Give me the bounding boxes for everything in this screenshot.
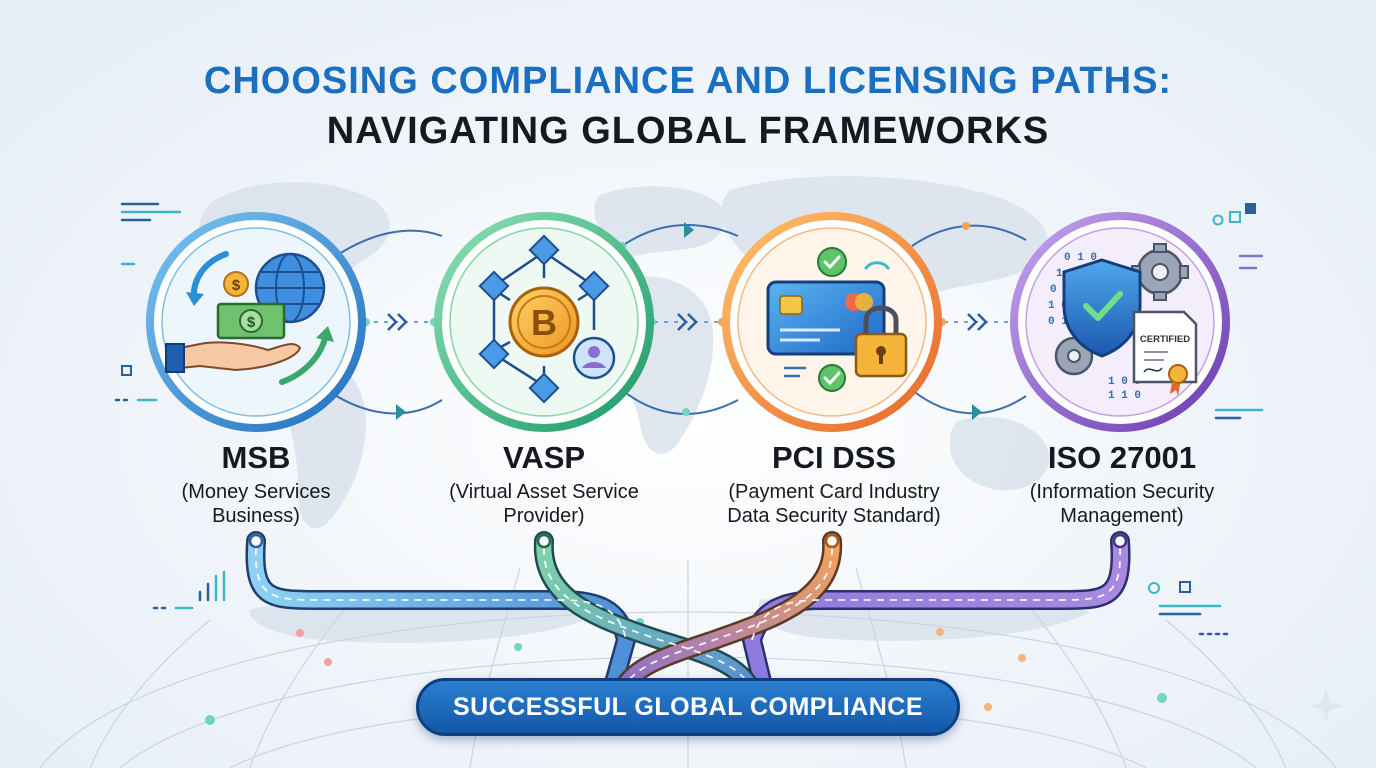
- bitcoin-network-icon: B: [478, 234, 616, 404]
- connector-arrows: [387, 313, 988, 331]
- security-shield-certificate-icon: 0 1 0 1 0 0 1 1 0 0 1 1 0 0 1 1 0 CERTIF: [1048, 243, 1198, 402]
- msb-description-line-1: (Money Services: [181, 481, 331, 503]
- iso-27001-description-line-2: Management): [1060, 505, 1184, 527]
- svg-text:0 1: 0 1: [1048, 316, 1068, 328]
- certificate-label: CERTIFIED: [1140, 334, 1190, 345]
- banner-text: SUCCESSFUL GLOBAL COMPLIANCE: [452, 692, 924, 721]
- vasp-label: VASP (Virtual Asset Service Provider): [394, 440, 694, 528]
- sparkle-icon: [1308, 688, 1344, 724]
- globe-grid: [39, 560, 1337, 768]
- pci-node-circle: [722, 212, 942, 432]
- msb-label: MSB (Money Services Business): [106, 440, 406, 528]
- money-transfer-icon: $ $: [165, 251, 334, 385]
- iso-27001-name: ISO 27001: [1047, 440, 1197, 475]
- vasp-name: VASP: [502, 440, 586, 475]
- svg-text:$: $: [232, 277, 241, 294]
- road-start-markers: [248, 533, 1128, 549]
- svg-text:$: $: [247, 314, 256, 331]
- iso-27001-label: ISO 27001 (Information Security Manageme…: [972, 440, 1272, 528]
- svg-text:1 1 0: 1 1 0: [1108, 390, 1141, 402]
- pci-dss-description-line-2: Data Security Standard): [727, 505, 941, 527]
- msb-name: MSB: [221, 440, 291, 475]
- iso-node-circle: 0 1 0 1 0 0 1 1 0 0 1 1 0 0 1 1 0 CERTIF: [1010, 212, 1230, 432]
- title-line-1: CHOOSING COMPLIANCE AND LICENSING PATHS:: [203, 60, 1173, 102]
- msb-description-line-2: Business): [212, 505, 300, 527]
- vasp-description-line-2: Provider): [503, 505, 585, 527]
- iso-27001-description-line-1: (Information Security: [1029, 481, 1215, 503]
- pci-dss-description-line-1: (Payment Card Industry: [728, 481, 940, 503]
- svg-text:0 1 0: 0 1 0: [1064, 252, 1097, 264]
- svg-text:B: B: [531, 302, 557, 343]
- pci-dss-label: PCI DSS (Payment Card Industry Data Secu…: [684, 440, 984, 528]
- decor-squares: [121, 203, 1256, 594]
- vasp-node-circle: B: [434, 212, 654, 432]
- pci-dss-name: PCI DSS: [771, 440, 897, 475]
- msb-node-circle: $ $: [146, 212, 366, 432]
- title-line-2: NAVIGATING GLOBAL FRAMEWORKS: [326, 110, 1050, 152]
- decor-lines: [114, 202, 1264, 636]
- successful-compliance-banner: SUCCESSFUL GLOBAL COMPLIANCE: [416, 678, 960, 736]
- vasp-description-line-1: (Virtual Asset Service: [449, 481, 639, 503]
- credit-card-lock-icon: [766, 247, 908, 392]
- connector-arrowheads: [396, 222, 982, 420]
- converging-roads: [245, 531, 1131, 700]
